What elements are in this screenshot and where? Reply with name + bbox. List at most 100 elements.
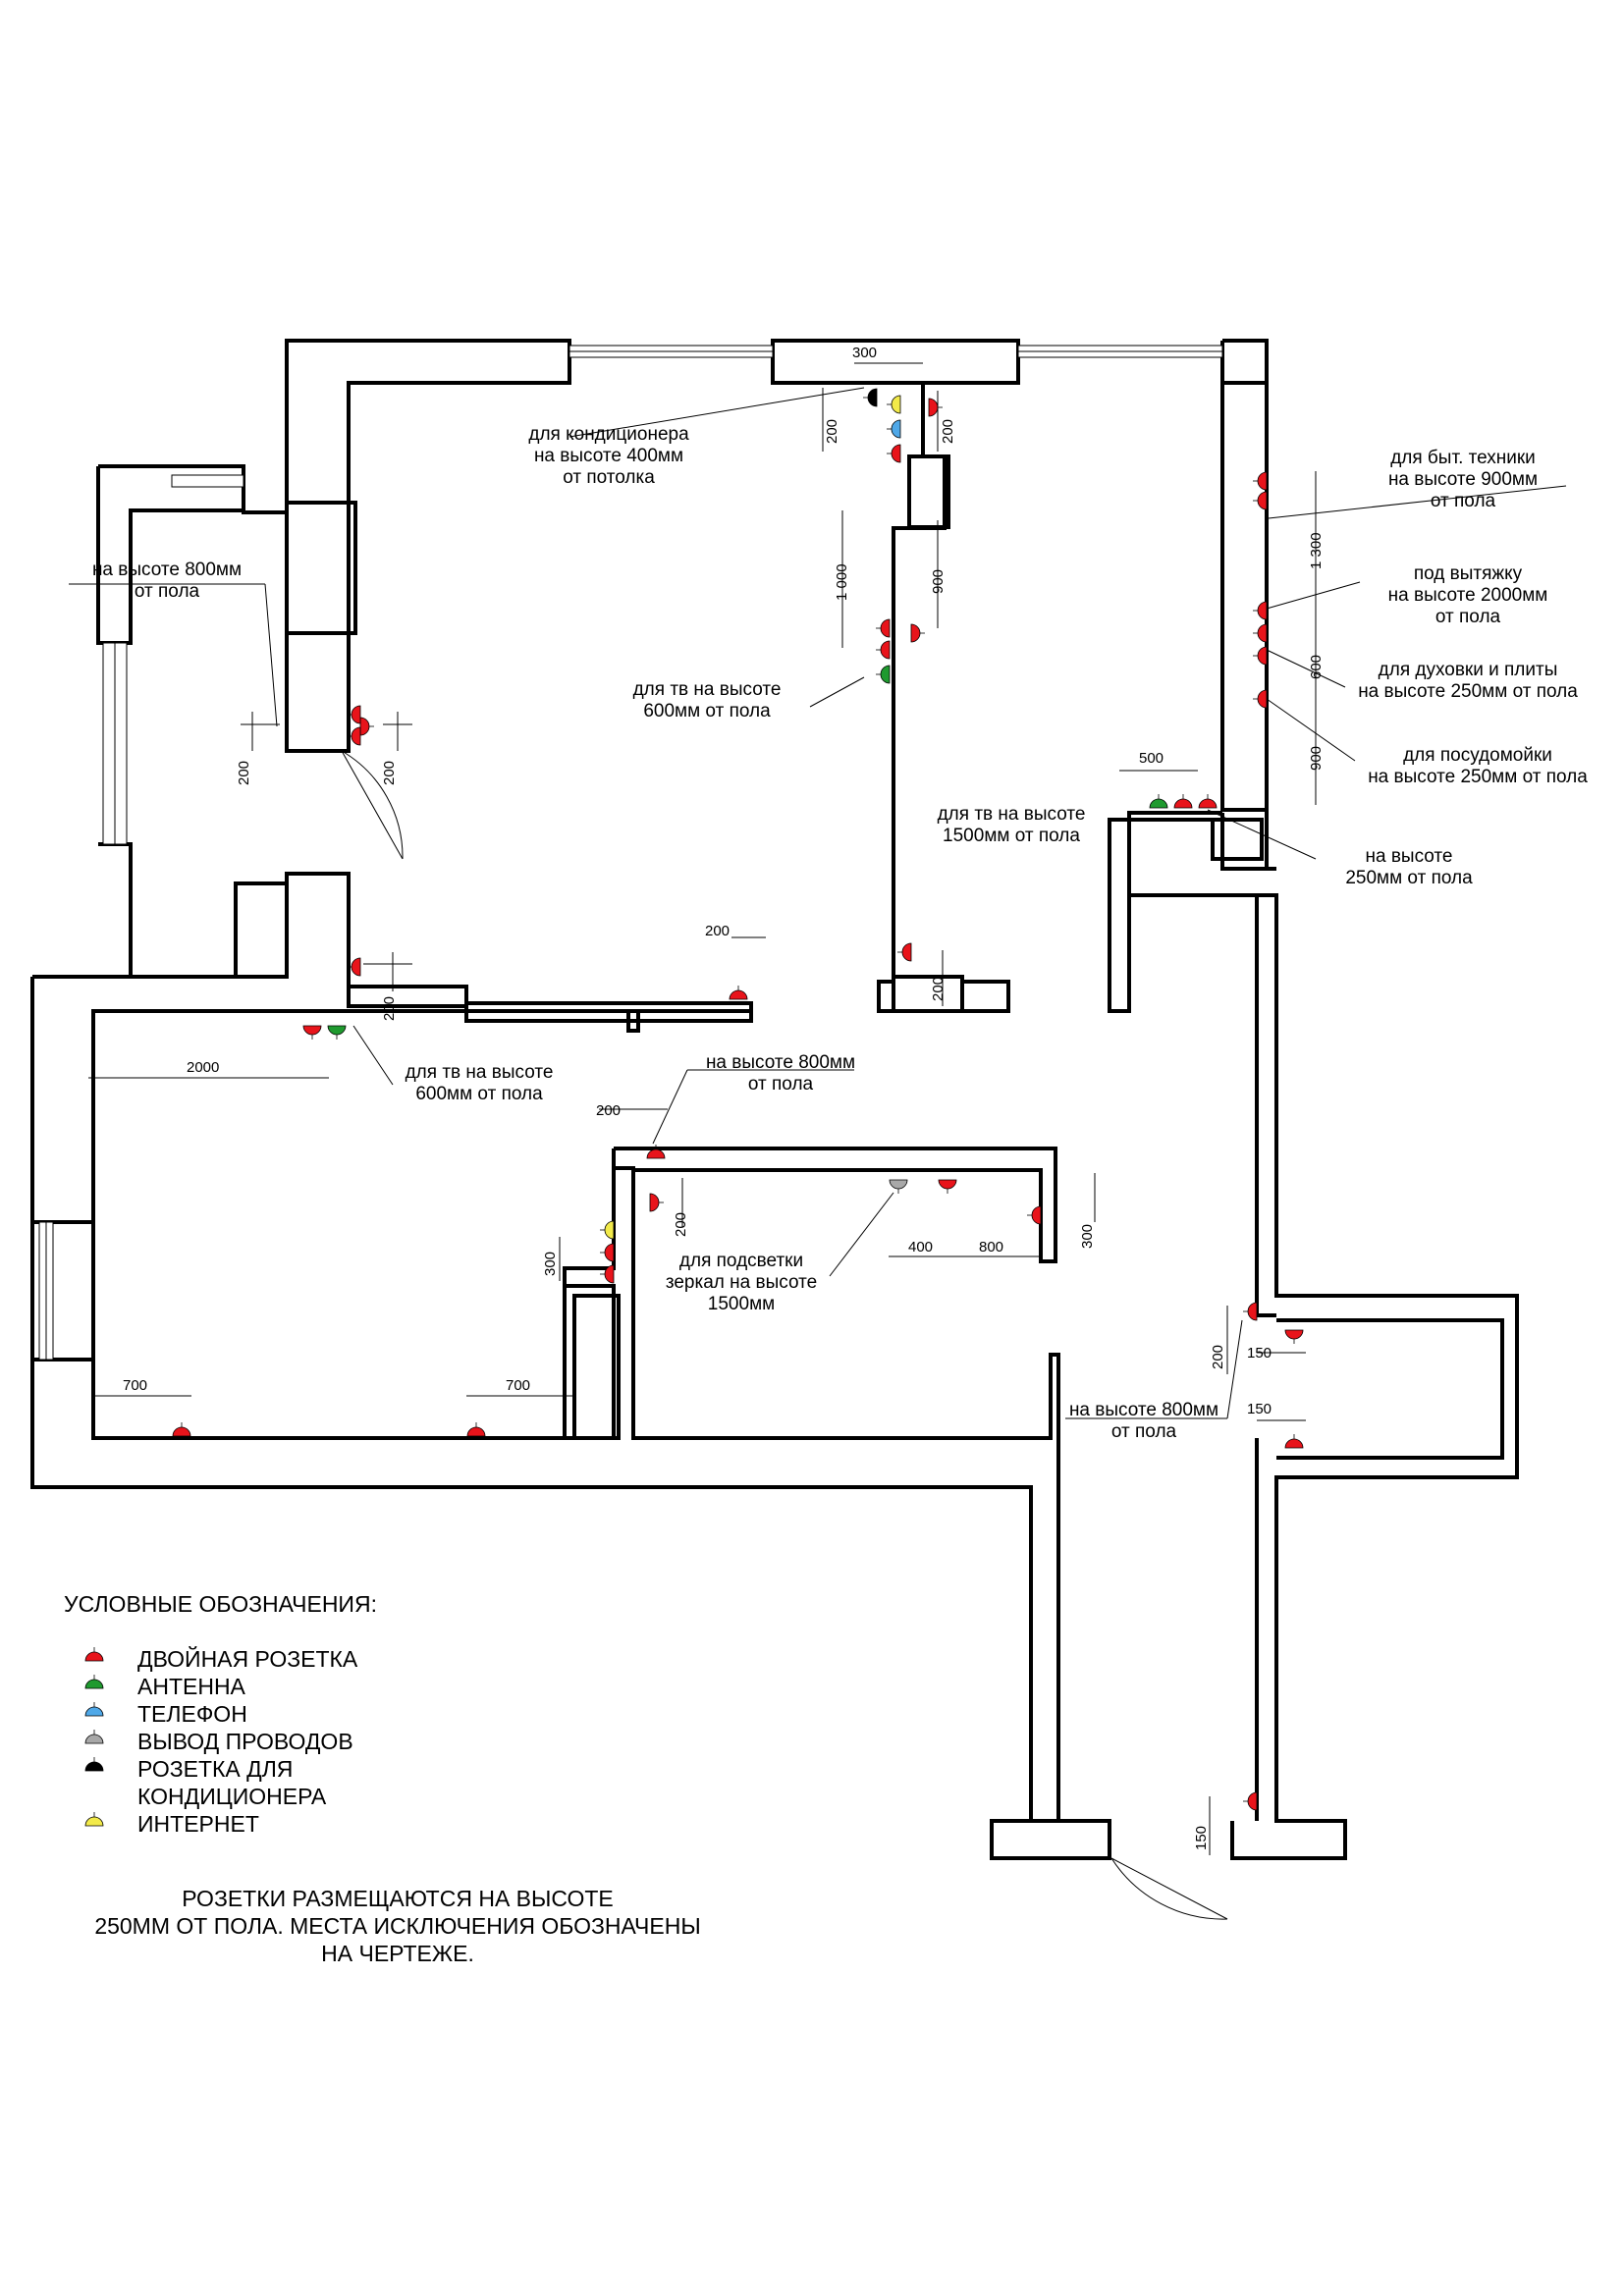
note-line: для духовки и плиты bbox=[1379, 660, 1558, 680]
dim-label: 200 bbox=[824, 419, 840, 444]
socket-socket-icon bbox=[1253, 646, 1268, 666]
socket-socket-icon bbox=[887, 444, 901, 463]
dim-label: 200 bbox=[705, 923, 730, 939]
antenna-socket-icon bbox=[1149, 794, 1168, 809]
note-line: на высоте 800мм bbox=[706, 1052, 855, 1073]
wires-socket-icon bbox=[84, 1730, 104, 1744]
socket-socket-icon bbox=[1198, 794, 1218, 809]
dim-label: 200 bbox=[596, 1102, 621, 1119]
dim-label: 900 bbox=[1308, 746, 1325, 771]
note-line: на высоте 800мм bbox=[1069, 1400, 1218, 1420]
ac-socket-icon bbox=[84, 1757, 104, 1772]
dim-label: 200 bbox=[1210, 1345, 1226, 1369]
socket-socket-icon bbox=[928, 398, 943, 417]
dim-label: 800 bbox=[979, 1239, 1003, 1255]
dim-label: 500 bbox=[1139, 750, 1164, 767]
windows bbox=[38, 345, 1223, 1361]
dim-label: 700 bbox=[123, 1377, 147, 1394]
socket-socket-icon bbox=[359, 717, 374, 736]
legend-item-label: ТЕЛЕФОН bbox=[137, 1701, 247, 1727]
note-line: от пола bbox=[1435, 607, 1501, 627]
dim-label: 600 bbox=[1308, 655, 1325, 679]
dim-label: 400 bbox=[908, 1239, 933, 1255]
antenna-socket-icon bbox=[327, 1025, 347, 1040]
dim-label: 150 bbox=[1247, 1345, 1272, 1362]
note-line: 250мм от пола bbox=[1345, 868, 1473, 888]
note-line: на высоте 900мм bbox=[1388, 469, 1538, 490]
note-line: на высоте 400мм bbox=[534, 446, 683, 466]
socket-socket-icon bbox=[876, 618, 891, 638]
legend-item-label: КОНДИЦИОНЕРА bbox=[137, 1784, 327, 1809]
socket-socket-icon bbox=[1253, 623, 1268, 643]
socket-socket-icon bbox=[1243, 1791, 1258, 1811]
phone-socket-icon bbox=[887, 419, 901, 439]
dim-label: 200 bbox=[381, 996, 398, 1021]
note-line: зеркал на высоте bbox=[666, 1272, 817, 1293]
phone-socket-icon bbox=[84, 1702, 104, 1717]
internet-socket-icon bbox=[600, 1220, 615, 1240]
socket-socket-icon bbox=[649, 1193, 664, 1212]
socket-socket-icon bbox=[600, 1264, 615, 1284]
note-line: от пола bbox=[1111, 1421, 1177, 1442]
socket-socket-icon bbox=[729, 986, 748, 1000]
note-line: от потолка bbox=[563, 467, 655, 488]
note-line: 600мм от пола bbox=[643, 701, 771, 721]
socket-socket-icon bbox=[1253, 689, 1268, 709]
dim-label: 200 bbox=[381, 761, 398, 785]
socket-socket-icon bbox=[347, 705, 361, 724]
legend-title: УСЛОВНЫЕ ОБОЗНАЧЕНИЯ: bbox=[64, 1591, 377, 1617]
socket-socket-icon bbox=[347, 726, 361, 746]
note-line: на высоте 250мм от пола bbox=[1358, 681, 1578, 702]
internet-socket-icon bbox=[84, 1812, 104, 1827]
socket-socket-icon bbox=[910, 623, 925, 643]
legend-item-label: ДВОЙНАЯ РОЗЕТКА bbox=[137, 1645, 358, 1672]
socket-socket-icon bbox=[646, 1145, 666, 1159]
note-line: на высоте bbox=[1365, 846, 1452, 867]
dimension-lines bbox=[88, 362, 1317, 1855]
socket-socket-icon bbox=[600, 1243, 615, 1262]
socket-socket-icon bbox=[1027, 1205, 1042, 1225]
note-line: под вытяжку bbox=[1414, 563, 1523, 584]
socket-socket-icon bbox=[1243, 1302, 1258, 1321]
legend: УСЛОВНЫЕ ОБОЗНАЧЕНИЯ: ДВОЙНАЯ РОЗЕТКААНТ… bbox=[64, 1591, 377, 1837]
dim-label: 150 bbox=[1193, 1826, 1210, 1850]
note-line: для тв на высоте bbox=[938, 804, 1086, 825]
note-line: на высоте 800мм bbox=[92, 560, 242, 580]
wires-socket-icon bbox=[889, 1179, 908, 1194]
dim-label: 2000 bbox=[187, 1059, 219, 1076]
dim-label: 900 bbox=[930, 569, 947, 594]
ac-socket-icon bbox=[863, 388, 878, 407]
socket-socket-icon bbox=[302, 1025, 322, 1040]
footer-note: РОЗЕТКИ РАЗМЕЩАЮТСЯ НА ВЫСОТЕ 250ММ ОТ П… bbox=[94, 1886, 700, 1966]
note-line: 1500мм от пола bbox=[943, 826, 1080, 846]
socket-socket-icon bbox=[347, 957, 361, 977]
note-line: от пола bbox=[1431, 491, 1496, 511]
note-line: от пола bbox=[135, 581, 200, 602]
note-line: 600мм от пола bbox=[415, 1084, 543, 1104]
dim-label: 300 bbox=[1079, 1224, 1096, 1249]
legend-item-label: РОЗЕТКА ДЛЯ bbox=[137, 1756, 293, 1782]
antenna-socket-icon bbox=[876, 665, 891, 684]
note-line: на высоте 250мм от пола bbox=[1368, 767, 1588, 787]
note-line: для кондиционера bbox=[528, 424, 689, 445]
dim-label: 300 bbox=[852, 345, 877, 361]
socket-socket-icon bbox=[1253, 491, 1268, 510]
internet-socket-icon bbox=[887, 395, 901, 414]
dim-label: 200 bbox=[673, 1212, 689, 1237]
antenna-socket-icon bbox=[84, 1675, 104, 1689]
note-line: 1500мм bbox=[708, 1294, 775, 1314]
legend-item-label: ВЫВОД ПРОВОДОВ bbox=[137, 1729, 353, 1754]
dim-label: 1 300 bbox=[1308, 532, 1325, 569]
